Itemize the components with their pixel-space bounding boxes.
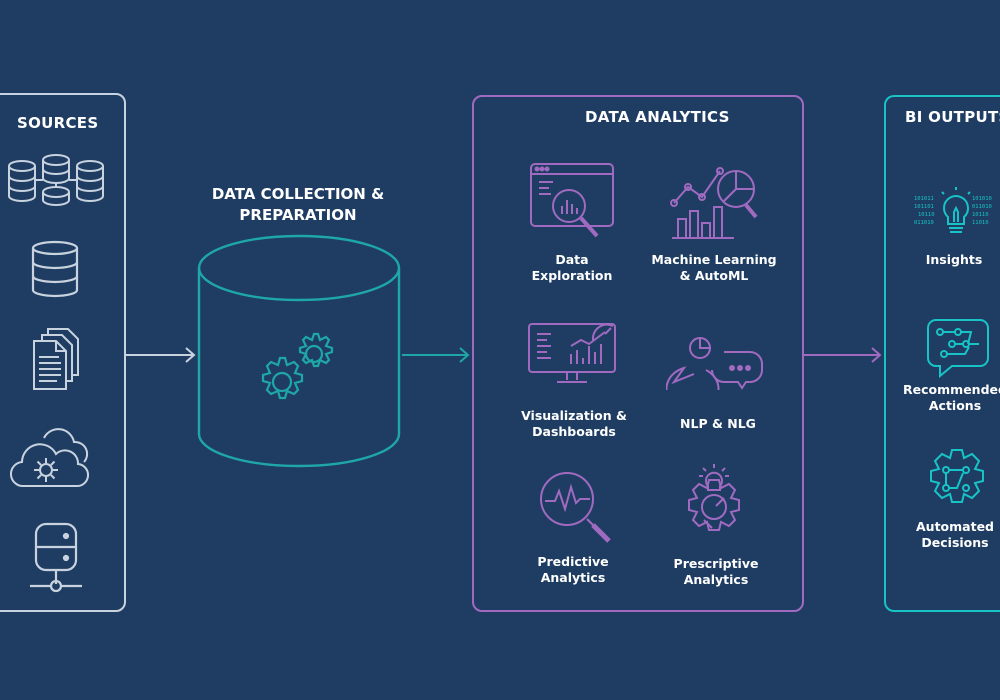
bi-outputs-title: BI OUTPUTS [905, 108, 1000, 126]
data-analytics-title: DATA ANALYTICS [585, 108, 730, 126]
recommended-actions-flow-icon [926, 318, 990, 378]
data-exploration-icon [529, 162, 617, 244]
predictive-magnifier-icon [537, 469, 615, 545]
machine-learning-chart-icon [670, 163, 762, 243]
chat-bubbles-icon [666, 322, 766, 390]
svg-text:11010: 11010 [972, 220, 989, 226]
prescriptive-analytics-label: Prescriptive Analytics [673, 556, 759, 587]
svg-text:10110: 10110 [972, 212, 989, 218]
visualization-dashboard-icon [527, 320, 619, 388]
svg-text:011010: 011010 [914, 220, 934, 226]
server-network-icon [28, 520, 84, 596]
distributed-database-icon [5, 152, 107, 208]
arrow-collection-to-analytics [402, 346, 472, 368]
documents-icon [30, 327, 80, 391]
machine-learning-label: Machine Learning & AutoML [651, 252, 777, 283]
bi-outputs-panel [884, 95, 1000, 612]
svg-text:101101: 101101 [914, 204, 934, 210]
sources-title: SOURCES [17, 114, 99, 132]
sources-panel [0, 93, 126, 612]
predictive-analytics-label: Predictive Analytics [537, 554, 609, 585]
automated-decisions-gear-icon [924, 448, 990, 512]
visualization-label: Visualization & Dashboards [521, 408, 627, 439]
arrow-analytics-to-bi [804, 346, 884, 368]
data-collection-title: DATA COLLECTION & PREPARATION [211, 185, 385, 224]
svg-text:011010: 011010 [972, 204, 992, 210]
nlp-nlg-label: NLP & NLG [680, 416, 756, 431]
data-analytics-panel [472, 95, 804, 612]
insights-label: Insights [925, 252, 983, 267]
arrow-sources-to-collection [126, 346, 198, 368]
svg-text:101010: 101010 [972, 196, 992, 202]
prescriptive-gear-bulb-icon [679, 462, 749, 546]
insights-bulb-binary-icon: 101011 101101 10110 011010 101010 011010… [912, 186, 1000, 244]
data-exploration-label: Data Exploration [531, 252, 613, 283]
automated-decisions-label: Automated Decisions [916, 519, 994, 550]
svg-text:101011: 101011 [914, 196, 934, 202]
recommended-actions-label: Recommended Actions [903, 382, 1000, 413]
cloud-settings-icon [10, 424, 94, 490]
database-icon [29, 240, 81, 298]
svg-text:10110: 10110 [918, 212, 935, 218]
data-collection-cylinder-icon [196, 232, 402, 472]
